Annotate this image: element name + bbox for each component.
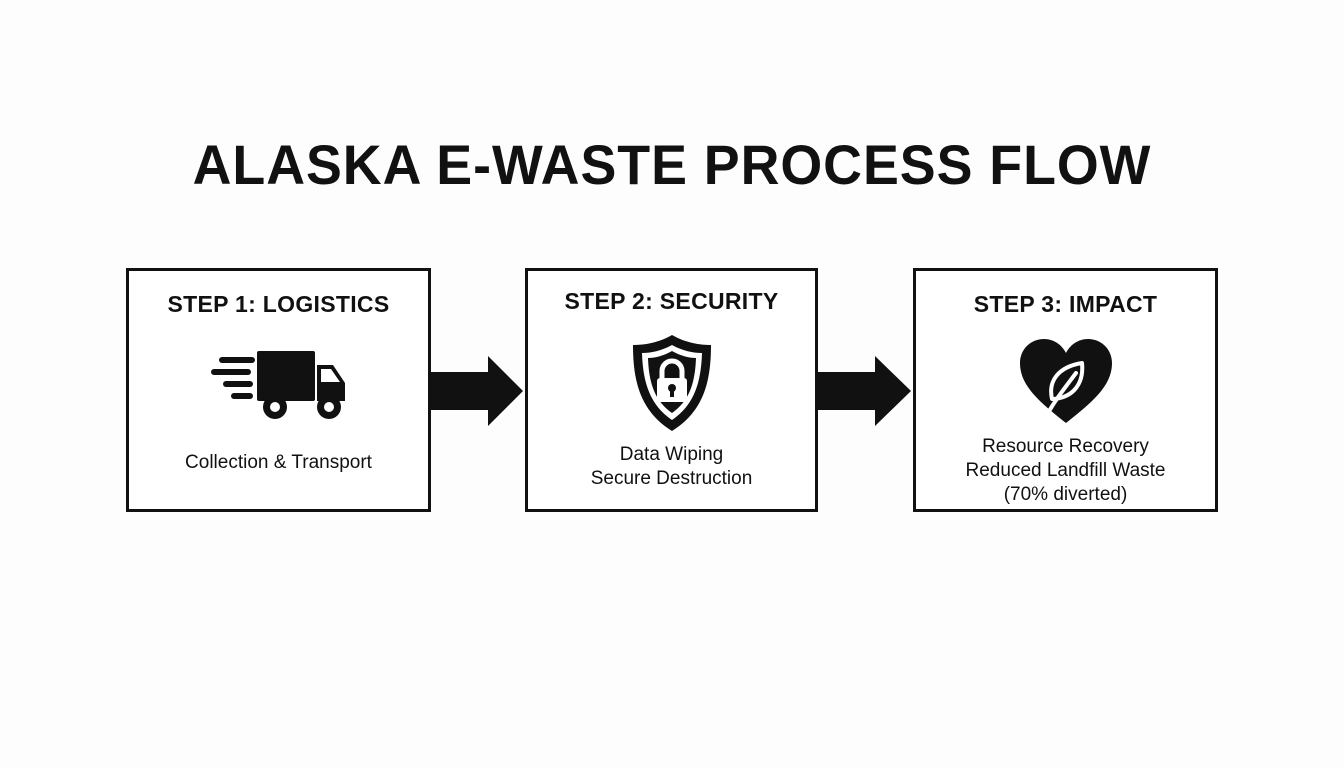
step-1-line: Collection & Transport xyxy=(185,452,372,473)
step-1-caption: Collection & Transport xyxy=(129,451,428,475)
arrow-right-icon xyxy=(817,356,911,426)
diagram-title: ALASKA E-WASTE PROCESS FLOW xyxy=(192,133,1152,196)
heart-leaf-icon xyxy=(1019,339,1112,423)
step-3-line: Resource Recovery xyxy=(982,436,1149,457)
step-2-line: Data Wiping xyxy=(619,444,724,465)
step-1-box: STEP 1: LOGISTICS Collection & Transport xyxy=(126,268,431,512)
step-2-heading: STEP 2: SECURITY xyxy=(564,288,779,314)
step-2-caption: Data Wiping Secure Destruction xyxy=(528,443,815,491)
truck-icon xyxy=(210,351,345,419)
step-3-box: STEP 3: IMPACT Resource Recovery Reduced… xyxy=(913,268,1218,512)
arrow-right-icon xyxy=(430,356,523,426)
step-3-caption: Resource Recovery Reduced Landfill Waste… xyxy=(916,435,1215,507)
step-1-heading: STEP 1: LOGISTICS xyxy=(167,291,390,317)
step-3-line: (70% diverted) xyxy=(1003,484,1128,505)
step-3-line: Reduced Landfill Waste xyxy=(965,460,1166,481)
step-2-line: Secure Destruction xyxy=(590,468,753,489)
step-3-heading: STEP 3: IMPACT xyxy=(973,291,1158,317)
shield-lock-icon xyxy=(632,335,711,431)
step-2-box: STEP 2: SECURITY Data Wiping Secure Dest… xyxy=(525,268,818,512)
